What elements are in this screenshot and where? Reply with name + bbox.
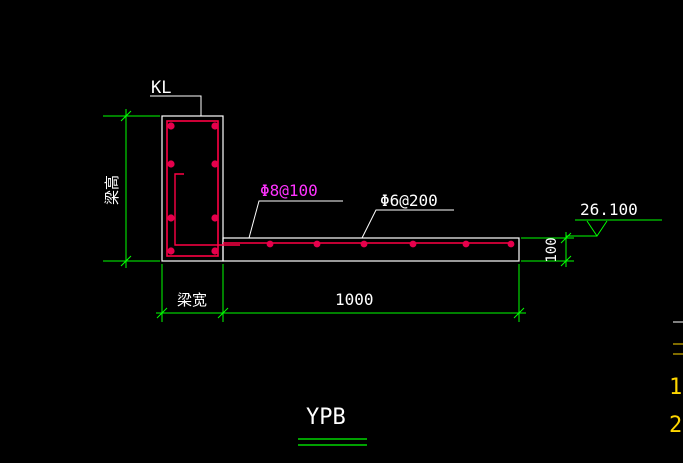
beam-hook-bar xyxy=(174,173,240,246)
edge-text-1: 1. xyxy=(669,375,683,400)
rebar-dot xyxy=(167,214,175,222)
rebar-dot xyxy=(211,214,219,222)
rebar-dot xyxy=(266,240,274,248)
elevation-mark xyxy=(566,219,662,237)
beam-label: KL xyxy=(151,78,171,98)
rebar-dot xyxy=(313,240,321,248)
main-bar-leader xyxy=(361,209,454,239)
slab-rebar-dots xyxy=(266,240,515,248)
slab-length-label: 1000 xyxy=(335,290,374,309)
rebar-dot xyxy=(211,160,219,168)
beam-rebar-dots xyxy=(167,122,219,255)
rebar-dot xyxy=(409,240,417,248)
rebar-dot xyxy=(211,247,219,255)
distribution-bar-leader xyxy=(248,200,343,239)
slab-thickness-dimension xyxy=(521,232,574,267)
drawing-title: YPB xyxy=(306,405,346,430)
edge-text-2: 2 xyxy=(669,413,682,438)
rebar-dot xyxy=(167,122,175,130)
rebar-dot xyxy=(167,160,175,168)
slab-thickness-label: 100 xyxy=(544,237,560,262)
elevation-label: 26.100 xyxy=(580,200,638,219)
distribution-bar-label: Φ8@100 xyxy=(260,181,318,200)
kl-leader-line xyxy=(150,95,202,116)
bottom-dimension xyxy=(156,264,526,322)
rebar-dot xyxy=(211,122,219,130)
beam-width-label: 梁宽 xyxy=(177,291,207,309)
rebar-dot xyxy=(507,240,515,248)
beam-stirrup xyxy=(166,120,219,257)
main-bar-label: Φ6@200 xyxy=(380,191,438,210)
beam-height-label: 梁高 xyxy=(103,175,121,205)
rebar-dot xyxy=(360,240,368,248)
beam-height-dimension xyxy=(103,109,160,268)
rebar-dot xyxy=(167,247,175,255)
rebar-dot xyxy=(462,240,470,248)
beam-outline xyxy=(161,115,224,262)
slab-outline xyxy=(222,237,520,262)
